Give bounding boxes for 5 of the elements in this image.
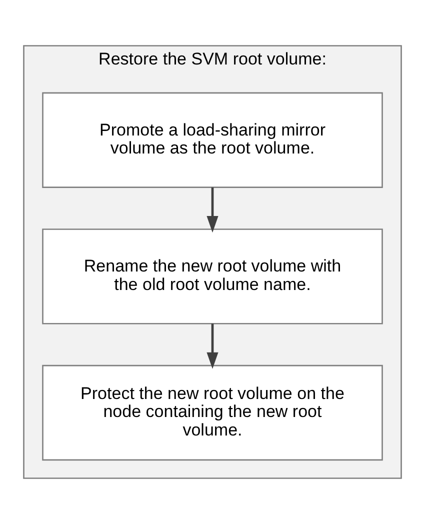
arrow (206, 186, 218, 232)
node-box: Protect the new root volume on the node containing the new root volume. (42, 364, 383, 460)
arrow (206, 323, 218, 368)
node-box: Rename the new root volume with the old root volume name. (42, 228, 383, 324)
node-box: Promote a load-sharing mirror volume as the root volume. (42, 92, 383, 188)
